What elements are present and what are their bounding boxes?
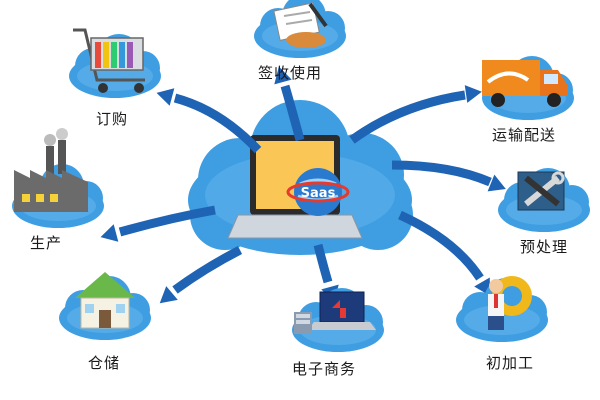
arrow-sign-use <box>280 84 305 142</box>
arrow-initial-processing <box>398 210 484 281</box>
node-transport <box>482 56 574 120</box>
arrow-ecommerce <box>313 243 333 284</box>
label-order: 订购 <box>96 110 129 128</box>
tools-icon <box>517 171 565 211</box>
hub-badge: Saas <box>301 186 336 201</box>
label-ecommerce: 电子商务 <box>292 360 357 378</box>
laptop-icon <box>294 291 376 334</box>
house-icon <box>75 272 135 329</box>
node-production <box>12 128 104 228</box>
arrows <box>98 64 510 311</box>
arrow-order <box>173 93 262 154</box>
node-sign-use <box>254 0 346 58</box>
node-order <box>69 28 161 98</box>
node-ecommerce <box>292 288 384 352</box>
node-warehouse <box>59 272 151 340</box>
factory-icon <box>14 128 88 212</box>
label-transport: 运输配送 <box>492 126 557 144</box>
shopping-cart-icon <box>73 28 145 93</box>
label-initial-processing: 初加工 <box>486 354 535 372</box>
label-production: 生产 <box>30 234 63 252</box>
node-preprocess <box>498 168 590 232</box>
computer-globe-icon: Saas <box>227 135 363 239</box>
arrow-transport <box>349 90 466 144</box>
label-preprocess: 预处理 <box>520 238 569 256</box>
arrow-preprocess <box>391 160 492 187</box>
arrow-warehouse <box>172 245 243 294</box>
signing-document-icon <box>273 2 328 48</box>
label-warehouse: 仓储 <box>88 354 121 372</box>
node-initial-processing <box>456 276 548 342</box>
label-sign-use: 签收使用 <box>258 64 323 82</box>
delivery-truck-icon <box>482 60 568 107</box>
arrow-production <box>118 205 216 237</box>
worker-gear-icon <box>488 276 532 330</box>
